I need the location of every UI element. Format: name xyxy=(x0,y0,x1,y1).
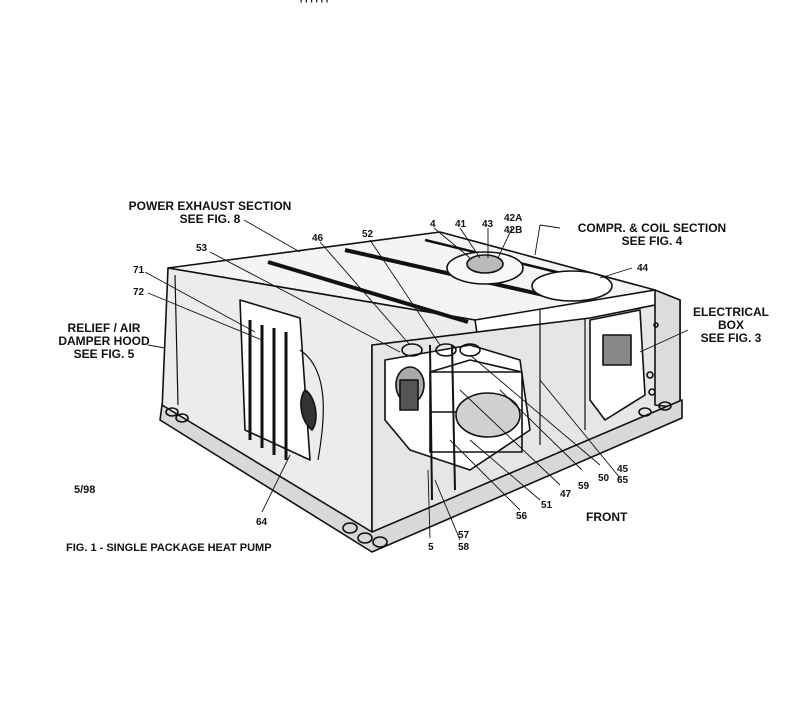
relief-air-line2: DAMPER HOOD xyxy=(58,334,150,348)
part-number-42b: 42B xyxy=(504,225,523,236)
part-number-64: 64 xyxy=(256,517,268,528)
top-strip-text: ' ' ' ' ' ' xyxy=(300,0,329,10)
part-number-50: 50 xyxy=(598,473,610,484)
relief-air-line1: RELIEF / AIR xyxy=(67,321,141,335)
electrical-box-label: ELECTRICAL BOX SEE FIG. 3 xyxy=(686,306,776,345)
part-number-57: 57 xyxy=(458,530,470,541)
base-rail xyxy=(159,399,683,553)
part-number-43: 43 xyxy=(482,219,494,230)
part-number-58: 58 xyxy=(458,542,470,553)
blower-wheel xyxy=(455,392,521,438)
figure-caption: FIG. 1 - SINGLE PACKAGE HEAT PUMP xyxy=(66,542,272,554)
date-mark: 5/98 xyxy=(74,484,96,496)
part-number-53: 53 xyxy=(196,243,208,254)
part-number-44: 44 xyxy=(637,263,649,274)
part-number-72: 72 xyxy=(133,287,145,298)
power-exhaust-label: POWER EXHAUST SECTION SEE FIG. 8 xyxy=(118,200,302,226)
part-number-65: 65 xyxy=(617,475,629,486)
part-number-42a: 42A xyxy=(504,213,523,224)
part-number-47: 47 xyxy=(560,489,572,500)
electrical-box-line3: SEE FIG. 3 xyxy=(700,331,762,345)
part-number-52: 52 xyxy=(362,229,374,240)
power-exhaust-line1: POWER EXHAUST SECTION xyxy=(128,199,292,213)
part-number-59: 59 xyxy=(578,481,590,492)
condenser-fan-opening xyxy=(531,270,613,302)
electrical-box-line1: ELECTRICAL xyxy=(693,305,769,319)
relief-air-line3: SEE FIG. 5 xyxy=(73,347,135,361)
relief-air-label: RELIEF / AIR DAMPER HOOD SEE FIG. 5 xyxy=(54,322,154,361)
front-label: FRONT xyxy=(586,510,628,524)
compr-coil-label: COMPR. & COIL SECTION SEE FIG. 4 xyxy=(568,222,736,248)
electrical-box-line2: BOX xyxy=(717,318,744,332)
part-number-56: 56 xyxy=(516,511,528,522)
power-exhaust-line2: SEE FIG. 8 xyxy=(179,212,241,226)
part-number-46: 46 xyxy=(312,233,324,244)
compr-coil-line1: COMPR. & COIL SECTION xyxy=(577,221,727,235)
part-number-41: 41 xyxy=(455,219,467,230)
compr-coil-line2: SEE FIG. 4 xyxy=(621,234,683,248)
part-number-71: 71 xyxy=(133,265,145,276)
part-number-51: 51 xyxy=(541,500,553,511)
part-number-5: 5 xyxy=(428,542,434,553)
part-number-45: 45 xyxy=(617,464,629,475)
part-number-4: 4 xyxy=(430,219,436,230)
